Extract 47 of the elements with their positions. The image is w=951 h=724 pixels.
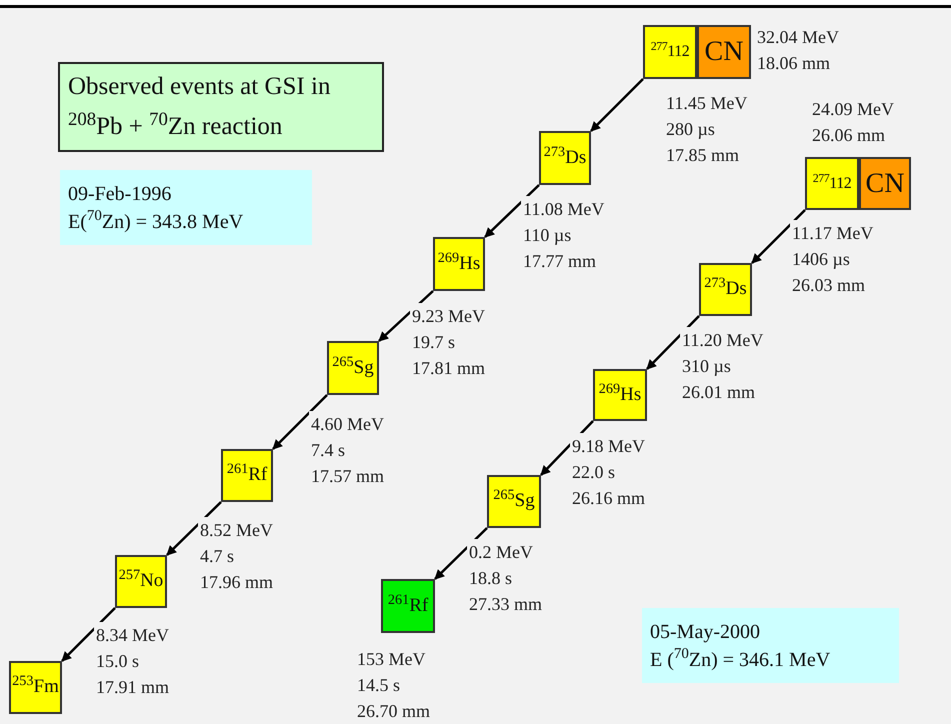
nuclide-box [487,475,541,528]
nuclide-label: $^{273}$Ds [704,275,747,302]
decay-arrow [484,184,540,238]
nuclide-label: CN [866,166,904,200]
title-text: Observed events at GSI in $^{208}$Pb + $^{70}$Zn reaction [68,72,332,142]
nuclide-label: $^{277}$112 [812,172,852,194]
info-text: E($^{70}$Zn) = 343.8 MeV [68,208,244,234]
measurement-text: 32.04 MeV 18.06 mm [757,26,839,75]
nuclide-label: $^{277}$112 [650,40,690,62]
nuclide-box [643,25,697,79]
nuclide-label: $^{269}$Hs [438,250,480,276]
measurement-text: 153 MeV 14.5 s 26.70 mm [357,648,430,723]
nuclide-box [433,237,485,291]
nuclide-label: $^{253}$Fm [12,673,59,700]
nuclide-box [327,341,379,395]
compound-nucleus-box [697,25,751,79]
decay-arrow [272,394,328,450]
nuclide-label: $^{261}$Rf [388,592,428,618]
nuclide-label: $^{257}$No [118,567,164,594]
nuclide-label: $^{265}$Sg [493,487,535,514]
decay-arrow [434,527,488,580]
decay-arrow [751,209,806,264]
nuclide-label: $^{269}$Hs [598,380,642,407]
title-box [58,62,384,152]
info-text: E ($^{70}$Zn) = 346.1 MeV [650,646,832,672]
nuclide-box [221,449,273,502]
nuclide-label: $^{273}$Ds [544,144,586,170]
nuclide-box [805,157,859,210]
decay-arrow [166,501,222,556]
nuclide-box [699,263,752,316]
nuclide-box [593,369,647,421]
info-text: 09-Feb-1996 [68,182,172,206]
nuclide-label: CN [704,35,744,69]
nuclide-box [115,555,167,608]
info-box [60,170,312,245]
decay-arrow [590,78,644,132]
measurement-text: 24.09 MeV 26.06 mm [812,98,894,147]
nuclide-box [539,131,591,185]
nuclide-box [9,661,62,714]
decay-arrow [646,315,700,370]
final-nuclide-box [381,579,435,633]
nuclide-label: $^{265}$Sg [332,354,374,380]
compound-nucleus-box [859,157,911,210]
info-box [642,608,899,683]
nuclide-label: $^{261}$Rf [226,461,268,488]
info-text: 05-May-2000 [650,620,761,644]
decay-arrow [61,607,116,662]
